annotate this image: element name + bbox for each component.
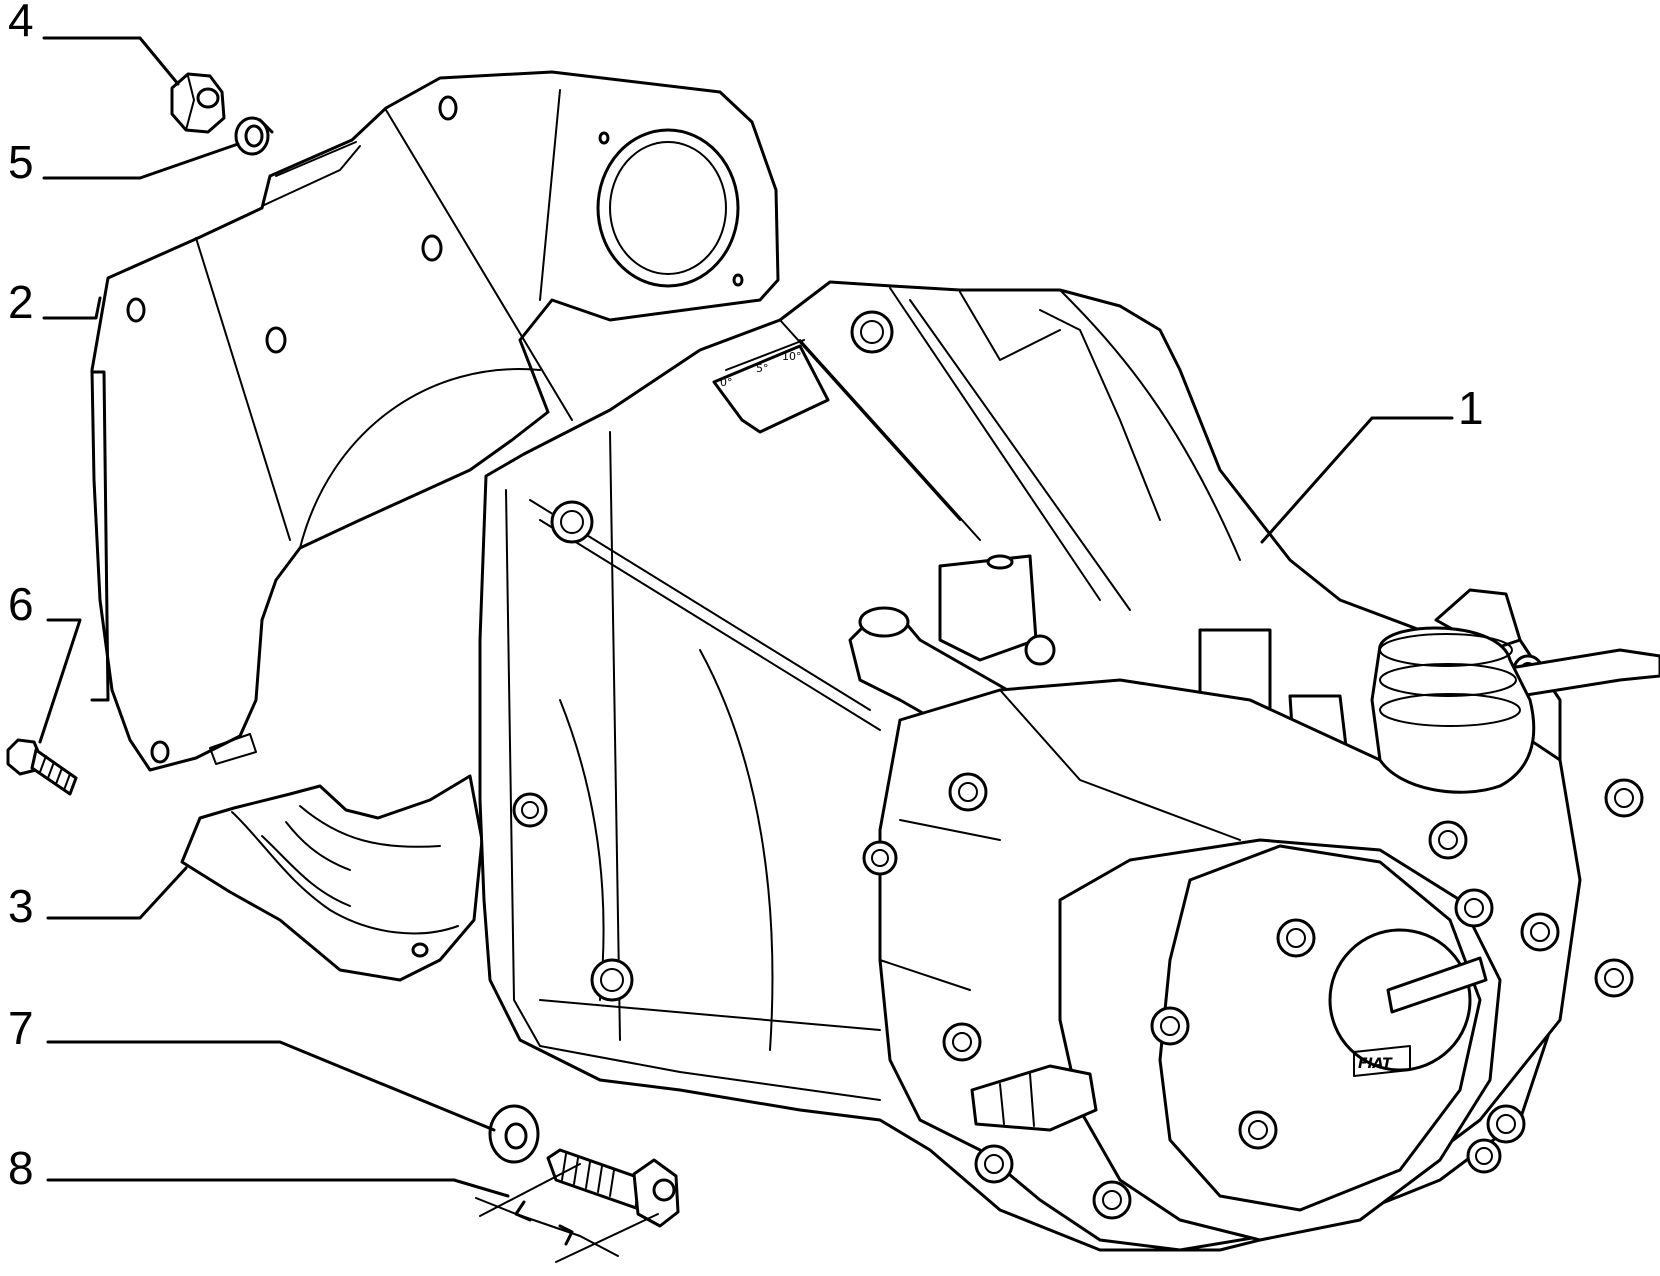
spring-washer-part	[234, 116, 274, 156]
cover-plate-opening	[596, 128, 740, 288]
leader-line-3	[46, 866, 188, 920]
callout-5: 5	[8, 136, 34, 188]
leader-line-2	[42, 296, 102, 320]
bolt-part	[475, 1148, 680, 1263]
screw-part	[6, 738, 78, 796]
callout-3: 3	[8, 880, 34, 932]
scale-mark-10: 10°	[782, 350, 802, 363]
housing-bolts	[862, 654, 1644, 1220]
leader-line-8	[46, 1178, 510, 1198]
callout-8: 8	[8, 1142, 34, 1194]
callout-7: 7	[8, 1002, 34, 1054]
washer-part	[488, 1104, 540, 1164]
leader-line-4	[42, 36, 180, 86]
cover-plate-part	[90, 70, 780, 772]
scale-mark-0: 0°	[720, 376, 733, 389]
leader-line-7	[46, 1040, 496, 1132]
leader-line-5	[42, 142, 240, 180]
brand-mark: FIAT	[1358, 1056, 1393, 1072]
transmission-housing-part: 0° 5° 10° FIAT	[478, 280, 1660, 1252]
leader-line-6	[38, 618, 82, 744]
scale-mark-5: 5°	[756, 362, 769, 375]
callout-6: 6	[8, 578, 34, 630]
lower-shield-part	[180, 774, 484, 982]
leader-lines	[38, 36, 1454, 1198]
nut-part	[170, 72, 226, 134]
callout-1: 1	[1458, 382, 1484, 434]
callout-2: 2	[8, 276, 34, 328]
callout-4: 4	[8, 0, 34, 46]
leader-line-1	[1260, 416, 1454, 544]
